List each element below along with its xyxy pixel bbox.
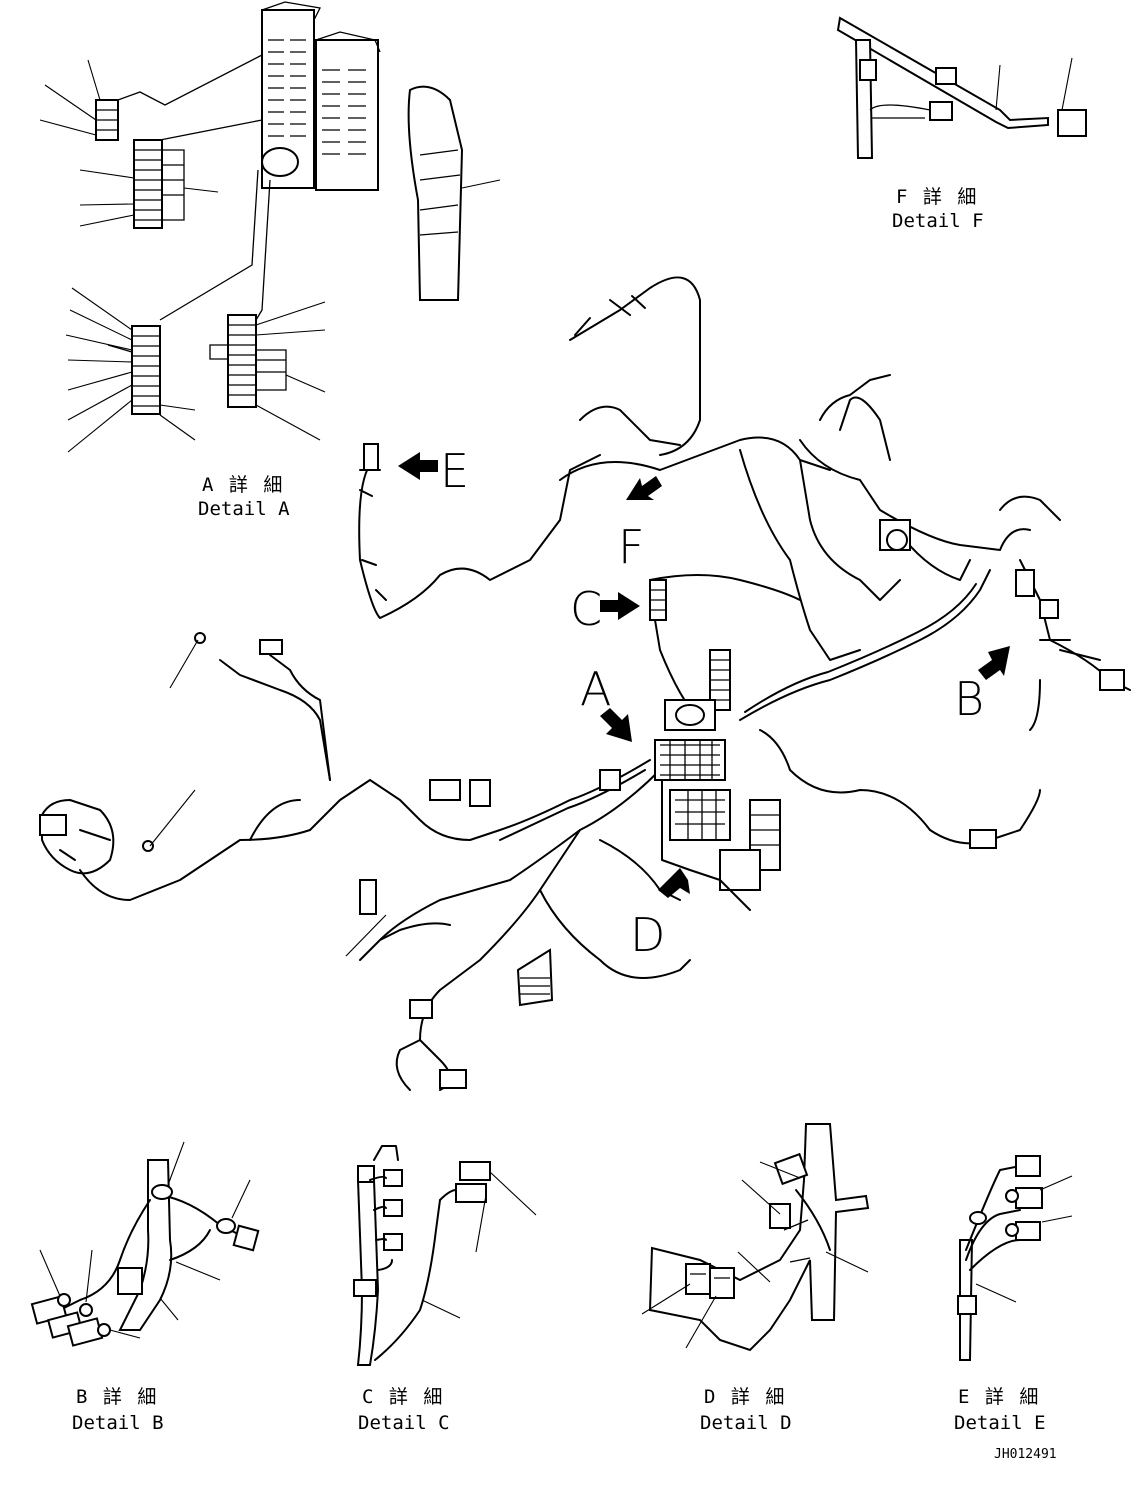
relay-slots-left (268, 39, 306, 137)
connector-cluster-1 (39, 59, 119, 141)
detail-b-caption-en: Detail B (72, 1412, 164, 1434)
arrow-b-icon (978, 646, 1010, 680)
detail-c-caption-jp: C 詳 細 (362, 1386, 445, 1408)
detail-c-drawing (353, 1145, 537, 1366)
detail-a-caption-jp: A 詳 細 (202, 474, 285, 496)
detail-f-caption-jp: F 詳 細 (896, 186, 979, 208)
arrow-e-icon (398, 452, 438, 480)
detail-e-drawing (957, 1155, 1073, 1361)
callout-b-label: B (954, 672, 985, 726)
connector-cluster-2 (79, 139, 219, 229)
arrow-d-icon (658, 868, 690, 898)
arrow-a-icon (600, 708, 632, 742)
callout-a-label: A (580, 662, 612, 716)
callout-arrows (398, 452, 1010, 898)
arrow-c-icon (600, 592, 640, 620)
connector-cluster-4 (209, 301, 326, 441)
detail-a-drawing (39, 1, 501, 453)
center-relay-block (654, 649, 781, 911)
detail-b-drawing (30, 1141, 260, 1347)
drawing-code: JH012491 (994, 1447, 1057, 1462)
callout-e-label: E (440, 444, 470, 498)
detail-c-caption-en: Detail C (358, 1412, 450, 1434)
harness-connectors (39, 443, 1125, 1089)
callout-c-label: C (570, 582, 603, 636)
relay-block (261, 1, 381, 191)
detail-a-caption-en: Detail A (198, 498, 290, 520)
connector-cluster-3 (65, 287, 196, 453)
arrow-f-icon (626, 476, 662, 500)
detail-e-caption-jp: E 詳 細 (958, 1386, 1041, 1408)
detail-f-caption-en: Detail F (892, 210, 984, 232)
detail-f-drawing (836, 16, 1087, 159)
detail-e-caption-en: Detail E (954, 1412, 1046, 1434)
detail-d-drawing (641, 1123, 870, 1352)
detail-b-caption-jp: B 詳 細 (76, 1386, 159, 1408)
main-trunk (407, 85, 464, 301)
callout-d-label: D (630, 908, 666, 962)
ladder-connector (516, 948, 554, 1007)
callout-f-label: F (618, 520, 645, 574)
relay-slots-right (322, 69, 366, 155)
detail-d-caption-jp: D 詳 細 (704, 1386, 787, 1408)
main-harness (39, 276, 1131, 1091)
detail-d-caption-en: Detail D (700, 1412, 792, 1434)
